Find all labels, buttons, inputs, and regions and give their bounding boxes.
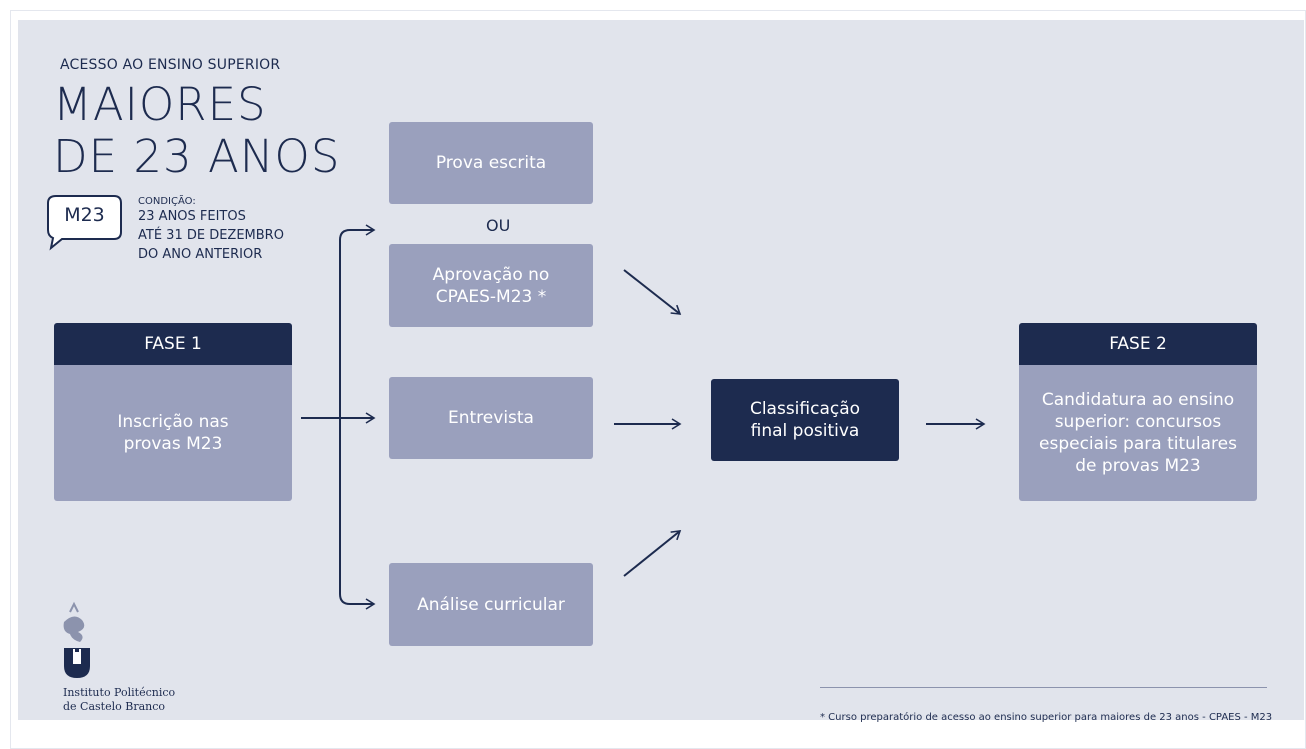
header-subtitle: ACESSO AO ENSINO SUPERIOR bbox=[60, 57, 281, 73]
cpaes-box: Aprovação no CPAES-M23 * bbox=[389, 244, 593, 327]
header-title-line1: MAIORES bbox=[53, 78, 267, 131]
curricular-analysis-box: Análise curricular bbox=[389, 563, 593, 646]
phase2-box: Candidatura ao ensino superior: concurso… bbox=[1019, 365, 1257, 501]
footnote-divider bbox=[820, 687, 1267, 688]
header-title-line2: DE 23 ANOS bbox=[53, 130, 341, 183]
condition-line2: ATÉ 31 DE DEZEMBRO bbox=[138, 228, 284, 243]
speech-bubble-icon bbox=[47, 195, 122, 251]
interview-box: Entrevista bbox=[389, 377, 593, 459]
phase2-header: FASE 2 bbox=[1019, 323, 1257, 365]
phase1-header: FASE 1 bbox=[54, 323, 292, 365]
phase1-box: Inscrição nas provas M23 bbox=[54, 365, 292, 501]
classification-box: Classificação final positiva bbox=[711, 379, 899, 461]
or-label: OU bbox=[486, 216, 511, 235]
institution-logo-icon bbox=[63, 601, 90, 678]
arrow-from-cpaes bbox=[623, 269, 682, 315]
condition-line3: DO ANO ANTERIOR bbox=[138, 247, 263, 262]
institution-name-line1: Instituto Politécnico bbox=[63, 686, 176, 699]
condition-line1: 23 ANOS FEITOS bbox=[138, 209, 246, 224]
arrow-to-curricular bbox=[339, 593, 376, 610]
written-exam-box: Prova escrita bbox=[389, 122, 593, 204]
m23-badge: M23 bbox=[64, 204, 105, 226]
arrow-to-written bbox=[339, 224, 376, 241]
condition-label: CONDIÇÃO: bbox=[138, 196, 196, 207]
footnote: * Curso preparatório de acesso ao ensino… bbox=[820, 712, 1273, 723]
institution-name-line2: de Castelo Branco bbox=[63, 700, 166, 713]
arrow-from-curricular bbox=[623, 530, 682, 577]
